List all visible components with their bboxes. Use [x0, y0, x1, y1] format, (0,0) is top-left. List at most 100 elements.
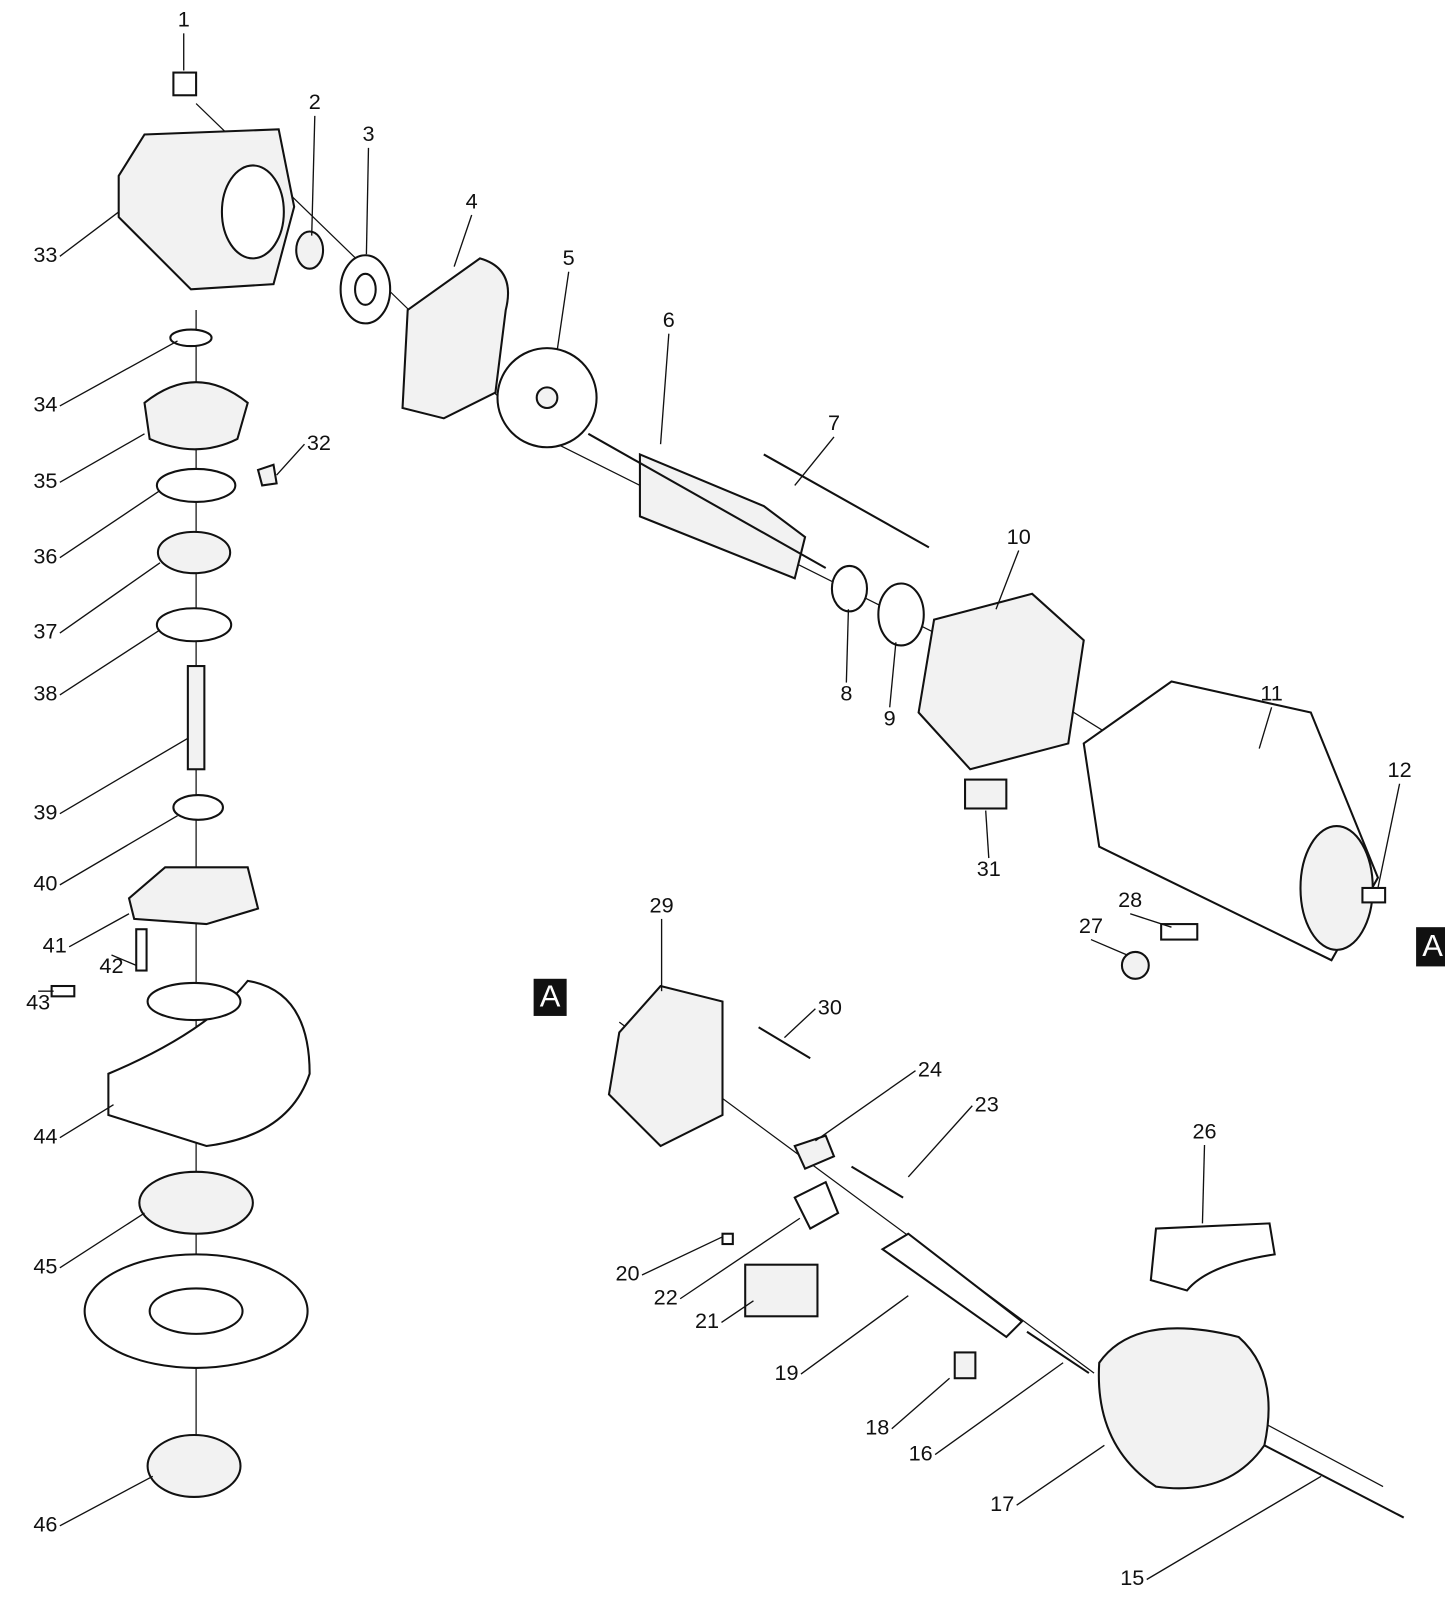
bearing-box [127, 866, 260, 926]
leader-line-5 [556, 271, 570, 350]
field [917, 592, 1085, 771]
callout-36: 36 [33, 543, 57, 568]
armature-shaft [587, 432, 827, 569]
leader-line-4 [453, 214, 473, 267]
leader-line-32 [276, 443, 305, 476]
callout-43: 43 [26, 989, 50, 1014]
callout-28: 28 [1118, 887, 1142, 912]
callout-1: 1 [178, 7, 190, 32]
callout-41: 41 [43, 933, 67, 958]
callout-18: 18 [865, 1415, 889, 1440]
callout-40: 40 [33, 871, 57, 896]
leader-line-8 [845, 609, 850, 683]
leader-lines-layer [38, 33, 1401, 1581]
leader-line-6 [659, 333, 670, 445]
leader-line-37 [59, 562, 161, 634]
leader-line-16 [934, 1362, 1064, 1456]
callout-8: 8 [840, 681, 852, 706]
leader-line-22 [679, 1217, 801, 1300]
rear-cover-screw [1263, 1444, 1405, 1519]
callout-10: 10 [1007, 524, 1031, 549]
callout-27: 27 [1079, 913, 1103, 938]
leader-line-39 [59, 737, 189, 815]
lock-nut [146, 1433, 242, 1498]
marker-box [533, 978, 567, 1016]
callout-labels-layer: 1234567891011121516171819202122232426272… [26, 7, 1411, 1591]
callout-46: 46 [33, 1512, 57, 1537]
gear-housing-bore [220, 164, 285, 260]
leader-line-41 [68, 913, 130, 948]
leader-line-38 [59, 629, 161, 696]
rear-cover [1097, 1327, 1270, 1490]
parts-layer [50, 71, 1405, 1519]
callout-12: 12 [1388, 757, 1412, 782]
leader-line-42 [111, 954, 137, 966]
cord [1026, 1330, 1090, 1374]
callout-23: 23 [975, 1091, 999, 1116]
leader-line-26 [1201, 1144, 1206, 1224]
carbon-brush [1160, 923, 1199, 941]
bearing [830, 564, 869, 613]
bearing-sleeve [172, 794, 224, 821]
reference-marker-left: A [533, 978, 567, 1016]
callout-11: 11 [1260, 681, 1282, 706]
brush-holder-assembly [607, 984, 724, 1148]
ball-bearing-6201 [156, 530, 232, 575]
callout-21: 21 [695, 1308, 719, 1333]
leader-line-12 [1377, 783, 1401, 889]
leader-line-9 [889, 642, 897, 708]
callout-19: 19 [774, 1360, 798, 1385]
spiral-bevel-gear [143, 381, 249, 451]
leader-line-18 [891, 1377, 951, 1430]
callout-24: 24 [918, 1056, 942, 1081]
callout-45: 45 [33, 1254, 57, 1279]
leader-line-3 [365, 147, 370, 255]
leader-line-28 [1129, 913, 1172, 928]
leader-line-40 [59, 815, 178, 886]
callout-32: 32 [307, 430, 331, 455]
wheel-cover [107, 979, 311, 1148]
plate [793, 1134, 836, 1171]
callout-29: 29 [650, 892, 674, 917]
leader-line-46 [59, 1475, 154, 1527]
leader-line-34 [59, 340, 178, 407]
name-plate [1149, 1222, 1276, 1292]
fan-hub [535, 386, 559, 410]
leader-line-19 [800, 1295, 909, 1375]
brush-holder-cap [1120, 950, 1150, 980]
callout-3: 3 [362, 121, 374, 146]
leader-line-30 [783, 1008, 816, 1039]
leader-line-15 [1146, 1475, 1322, 1581]
leader-line-7 [794, 436, 835, 486]
ball-bearing [877, 582, 925, 647]
leader-line-31 [985, 810, 990, 859]
leader-line-35 [59, 433, 145, 483]
leader-line-17 [1016, 1444, 1105, 1506]
leader-line-21 [721, 1300, 754, 1324]
leader-line-23 [907, 1105, 973, 1178]
inner-flange [138, 1170, 254, 1235]
callout-9: 9 [884, 705, 896, 730]
grinding-wheel-hub [148, 1287, 244, 1335]
leader-line-33 [59, 211, 120, 257]
switch [744, 1263, 819, 1318]
callout-16: 16 [909, 1440, 933, 1465]
wheel-cover-collar [146, 981, 242, 1022]
callout-42: 42 [99, 953, 123, 978]
callout-26: 26 [1192, 1118, 1216, 1143]
strain-relief [880, 1232, 1024, 1339]
callout-34: 34 [33, 392, 57, 417]
pan-head-screw [850, 1165, 904, 1199]
bearing-bore [354, 272, 377, 306]
leader-line-10 [995, 550, 1020, 610]
flat-washer [155, 607, 233, 643]
retaining-ring-large [155, 467, 237, 503]
callout-4: 4 [466, 188, 478, 213]
plug [1361, 886, 1387, 904]
slide-switch-lever [964, 778, 1008, 810]
leader-line-11 [1258, 707, 1273, 749]
long-screw [763, 453, 930, 549]
leader-line-24 [815, 1070, 916, 1142]
